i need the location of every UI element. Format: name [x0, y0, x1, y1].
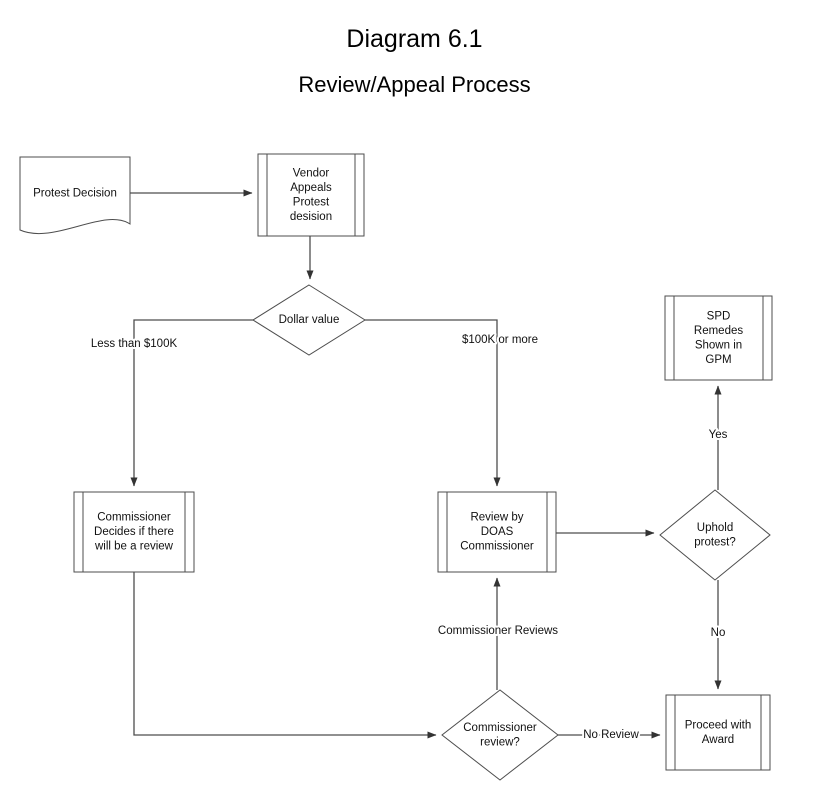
- node-label-line: Commissioner: [463, 722, 537, 734]
- shape-rect: [665, 694, 771, 771]
- edge-label-e7: No: [711, 627, 726, 639]
- shape-rect: [664, 295, 773, 381]
- page-subtitle: Review/Appeal Process: [298, 72, 531, 97]
- node-dollar-value[interactable]: Dollar value: [252, 284, 366, 356]
- node-label-line: Protest Decision: [33, 188, 117, 200]
- node-label-line: Remedes: [694, 325, 743, 337]
- node-label-line: SPD: [707, 310, 731, 322]
- node-label-line: Appeals: [290, 182, 332, 194]
- node-label-line: Shown in: [695, 339, 742, 351]
- shape-rect: [257, 153, 365, 237]
- shape-diamond: [659, 489, 771, 581]
- connector-dollar-value-to-review-by-doas: [365, 319, 501, 487]
- node-label-line: Commissioner: [97, 512, 171, 524]
- node-label-line: Protest: [293, 196, 330, 208]
- node-label-line: Vendor: [293, 167, 330, 179]
- shape-document: [19, 156, 131, 235]
- edges-layer: [130, 189, 722, 739]
- node-label-line: Uphold: [697, 522, 733, 534]
- node-label-line: Dollar value: [279, 314, 340, 326]
- node-label-line: Decides if there: [94, 526, 174, 538]
- edge-label-halo: Yes: [709, 429, 728, 441]
- shape-rect: [437, 491, 557, 573]
- node-uphold-protest[interactable]: Uphold protest?: [659, 489, 771, 581]
- node-label-line: Commissioner: [460, 541, 534, 553]
- node-label-line: will be a review: [94, 541, 174, 553]
- node-label-line: GPM: [705, 354, 731, 366]
- edge-label-e6: Yes: [709, 429, 728, 441]
- edge-label-e4: $100K or more: [462, 334, 538, 346]
- edge-label-e9: Commissioner Reviews: [438, 625, 558, 637]
- edge-label-halo: No Review: [583, 729, 639, 741]
- connector-commissioner-decides-to-commissioner-review: [133, 572, 437, 739]
- shape-diamond: [252, 284, 366, 356]
- node-protest-decision[interactable]: Protest Decision: [19, 156, 131, 235]
- shape-rect: [73, 491, 195, 573]
- node-review-by-doas[interactable]: Review by DOAS Commissioner: [437, 491, 557, 573]
- edge-label-halo: Commissioner Reviews: [438, 625, 558, 637]
- edge-label-halo: Less than $100K: [91, 338, 178, 350]
- edge-label-e10: No Review: [583, 729, 639, 741]
- node-label-line: desision: [290, 211, 332, 223]
- edge-label-halo: No: [711, 627, 726, 639]
- edge-label-e3: Less than $100K: [91, 338, 178, 350]
- edge-label-halo: $100K or more: [462, 334, 538, 346]
- node-label-line: Award: [702, 734, 734, 746]
- shape-diamond: [441, 689, 559, 781]
- node-label-line: Proceed with: [685, 719, 751, 731]
- node-commissioner-review[interactable]: Commissioner review?: [441, 689, 559, 781]
- node-label-line: review?: [480, 736, 520, 748]
- connector-dollar-value-to-commissioner-decides: [130, 319, 253, 487]
- page-title: Diagram 6.1: [346, 25, 483, 53]
- node-label-line: protest?: [694, 536, 736, 548]
- node-label-line: Review by: [470, 512, 523, 524]
- diagram-title-block: Diagram 6.1 Review/Appeal Process: [0, 0, 829, 99]
- node-label-line: DOAS: [481, 526, 514, 538]
